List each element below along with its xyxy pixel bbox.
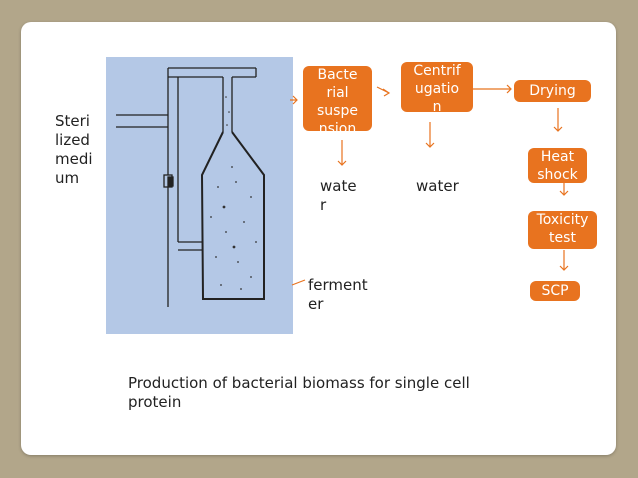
- sterilized-medium-label: Steri lized medi um: [55, 112, 93, 187]
- heat-shock-box: Heat shock: [528, 148, 587, 183]
- toxicity-test-box: Toxicity test: [528, 211, 597, 249]
- fermenter-drawing: [116, 67, 265, 307]
- caption: Production of bacterial biomass for sing…: [128, 374, 470, 411]
- drying-box: Drying: [514, 80, 591, 102]
- scp-box: SCP: [530, 281, 580, 301]
- water-label-left: wate r: [320, 177, 357, 214]
- bacterial-suspension-box: Bacte rial suspe nsion: [303, 66, 372, 131]
- fermenter-sketch-image: [106, 57, 293, 334]
- water-label-right: water: [416, 177, 459, 195]
- centrifugation-box: Centrif ugatio n: [401, 62, 473, 112]
- fermenter-label: ferment er: [308, 276, 368, 313]
